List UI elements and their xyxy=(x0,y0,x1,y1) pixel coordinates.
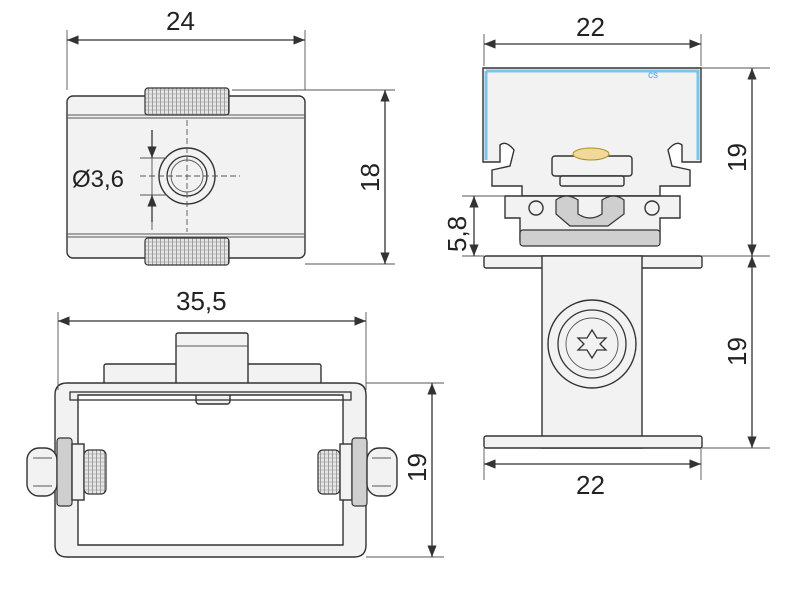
dim-top-right-height: 19 xyxy=(722,143,752,172)
right-screw-icon xyxy=(317,437,398,507)
dim-top-right-width: 22 xyxy=(576,12,605,42)
dim-top-left-height: 18 xyxy=(355,163,385,192)
torx-screw-icon xyxy=(547,299,637,389)
dim-bottom-right-height: 19 xyxy=(722,337,752,366)
knurl-bottom xyxy=(144,237,230,266)
top-view: Ø3,6 24 18 xyxy=(66,6,395,266)
dim-bottom-right-width: 22 xyxy=(576,470,605,500)
dim-top-left-width: 24 xyxy=(166,6,195,36)
dim-hole-diameter: Ø3,6 xyxy=(72,166,124,193)
dim-clip-height: 5,8 xyxy=(442,216,472,252)
knurl-top xyxy=(144,87,230,116)
side-view: cs 22 19 5,8 1 xyxy=(442,12,770,500)
front-view: 35,5 19 xyxy=(26,286,444,558)
dim-bottom-left-height: 19 xyxy=(402,453,432,482)
left-screw-icon xyxy=(26,437,107,507)
profile-mark: cs xyxy=(648,70,658,81)
dim-bottom-left-width: 35,5 xyxy=(176,286,227,316)
